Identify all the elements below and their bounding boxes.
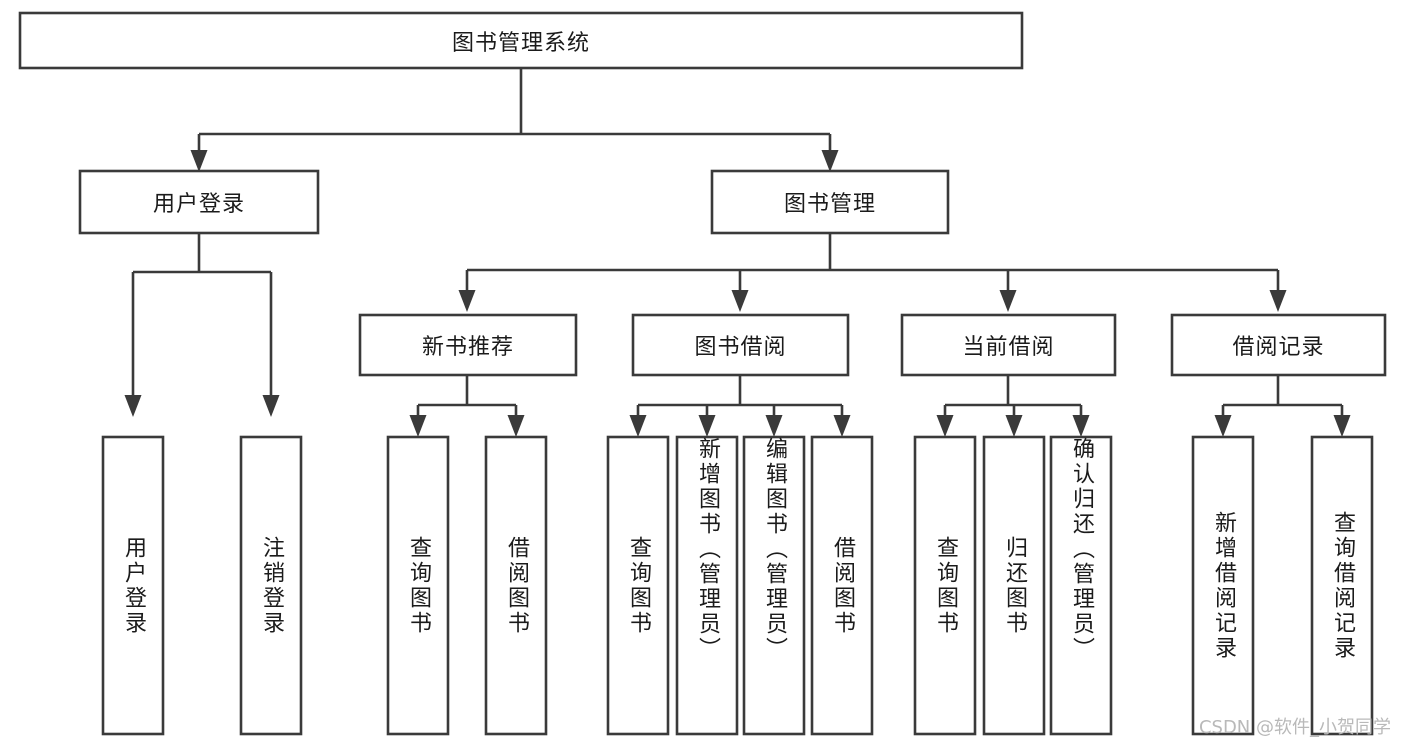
node-user-login-box[interactable] xyxy=(78,169,320,235)
leaf-box-new-book-recommend-0[interactable] xyxy=(386,435,450,736)
connector-group-current-borrow xyxy=(936,375,1090,437)
node-current-borrow-box[interactable] xyxy=(900,313,1117,377)
leaf-box-new-book-recommend-1[interactable] xyxy=(484,435,548,736)
connector-group-borrow-record xyxy=(1214,375,1351,437)
connector-group-book-manage xyxy=(458,233,1287,312)
node-root-box[interactable] xyxy=(18,11,1024,70)
node-book-manage-box[interactable] xyxy=(710,169,950,235)
leaf-box-current-borrow-0[interactable] xyxy=(913,435,977,736)
node-new-book-recommend-box[interactable] xyxy=(358,313,578,377)
connector-group-book-borrow xyxy=(629,375,851,437)
leaf-box-borrow-record-0[interactable] xyxy=(1191,435,1255,736)
leaf-box-book-borrow-3[interactable] xyxy=(810,435,874,736)
connector-group-user-login xyxy=(124,233,280,417)
leaf-box-book-borrow-0[interactable] xyxy=(606,435,670,736)
leaf-box-book-borrow-1[interactable] xyxy=(675,435,739,736)
connector-group-new-book-recommend xyxy=(409,375,525,437)
connector-group-root xyxy=(190,68,839,172)
leaf-box-borrow-record-1[interactable] xyxy=(1310,435,1374,736)
leaf-box-user-login-1[interactable] xyxy=(239,435,303,736)
leaf-box-current-borrow-2[interactable] xyxy=(1049,435,1113,736)
leaf-box-user-login-0[interactable] xyxy=(101,435,165,736)
leaf-box-book-borrow-2[interactable] xyxy=(742,435,806,736)
node-borrow-record-box[interactable] xyxy=(1170,313,1387,377)
node-book-borrow-box[interactable] xyxy=(631,313,850,377)
leaf-box-current-borrow-1[interactable] xyxy=(982,435,1046,736)
